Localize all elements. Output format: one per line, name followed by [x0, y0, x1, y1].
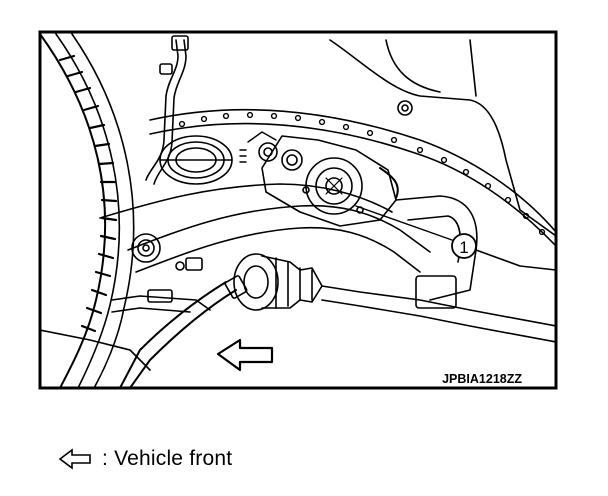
- figure-code: JPBIA1218ZZ: [442, 372, 522, 386]
- line-art: [40, 33, 556, 388]
- service-diagram: 1 JPBIA1218ZZ: [38, 30, 558, 390]
- legend: : Vehicle front: [58, 444, 232, 474]
- figure-frame: [38, 30, 558, 390]
- gear-teeth: [58, 54, 118, 333]
- vehicle-front-arrow: [216, 338, 274, 372]
- hose: [119, 275, 248, 388]
- callout-leader: [355, 205, 453, 241]
- upper-boot: [159, 135, 233, 185]
- component-1: [239, 131, 399, 227]
- callout-1: 1: [451, 233, 477, 259]
- ring-gear: [40, 33, 135, 388]
- drive-shaft-boot: [233, 253, 556, 343]
- transmission-housing: [329, 39, 556, 237]
- subframe-rail: [149, 108, 556, 247]
- lower-plate: [40, 257, 211, 371]
- outline-arrow-left-icon: [58, 448, 91, 470]
- callout-number: 1: [459, 238, 468, 257]
- brake-line: [145, 35, 189, 185]
- right-bracket: [395, 195, 556, 309]
- lower-arm: [99, 183, 431, 273]
- legend-text: : Vehicle front: [102, 447, 233, 470]
